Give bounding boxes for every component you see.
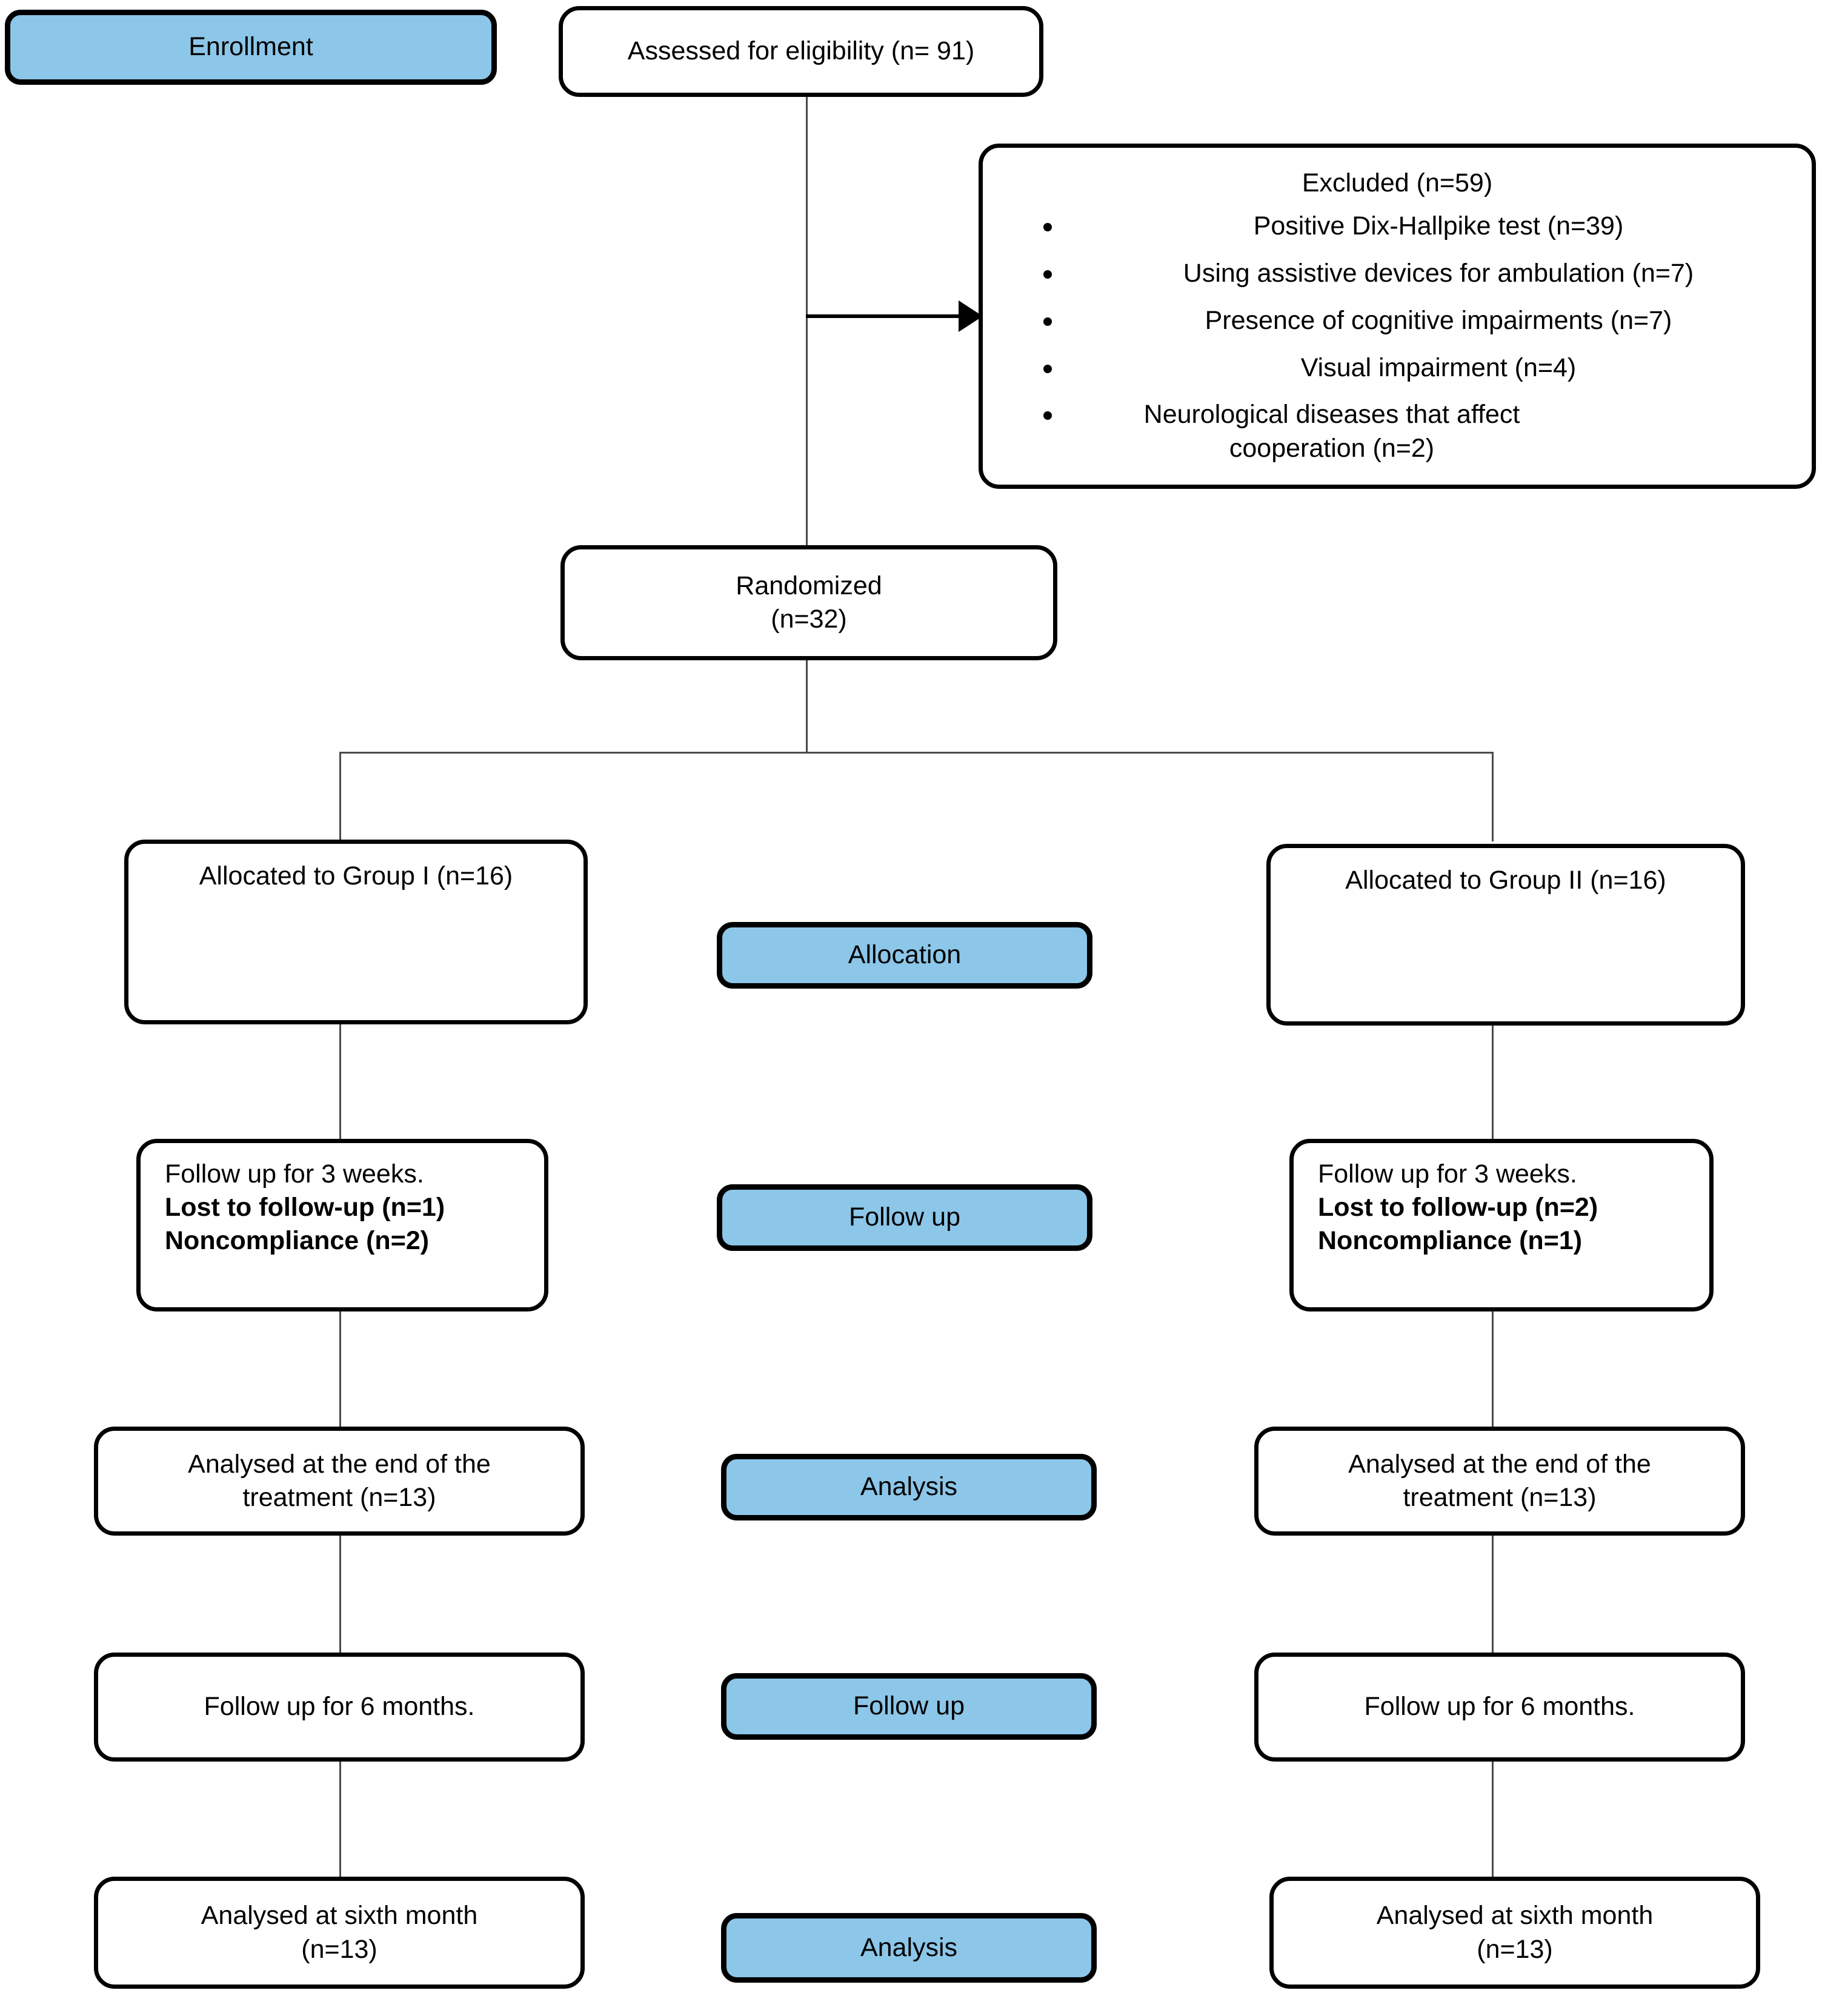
box-group-ii-follow-up: Follow up for 3 weeks. Lost to follow-up… (1289, 1139, 1714, 1311)
box-randomized: Randomized (n=32) (560, 545, 1057, 660)
box-group-i-follow-up: Follow up for 3 weeks. Lost to follow-up… (136, 1139, 548, 1311)
connector-split-bar (339, 752, 1494, 754)
stage-label-allocation: Allocation (717, 922, 1092, 989)
connector-randomized-to-split (806, 660, 808, 752)
connector-right-followup-to-analysis (1492, 1308, 1494, 1430)
stage-label-analysis-2: Analysis (721, 1913, 1097, 1983)
group-i-analysis-line-1: Analysed at the end of the (188, 1449, 491, 1479)
connector-split-right-leg (1492, 752, 1494, 841)
connector-left-alloc-to-followup (339, 1024, 341, 1145)
connector-left-followup6m-to-analysis6m (339, 1760, 341, 1878)
group-i-analysis-6m-line-2: (n=13) (301, 1934, 377, 1964)
group-ii-analysis-6m-line-1: Analysed at sixth month (1376, 1901, 1654, 1931)
assessed-text: Assessed for eligibility (n= 91) (627, 36, 975, 66)
excluded-reason-item: Using assistive devices for ambulation (… (1041, 257, 1800, 291)
box-group-i-follow-up-6m: Follow up for 6 months. (94, 1653, 585, 1762)
excluded-reason-text: Neurological diseases that affect cooper… (1143, 400, 1520, 463)
group-i-analysis-line-2: treatment (n=13) (242, 1483, 436, 1512)
group-ii-follow-up-line-2: Lost to follow-up (n=2) (1318, 1193, 1598, 1222)
stage-label-follow-up-2-text: Follow up (853, 1691, 965, 1721)
connector-right-alloc-to-followup (1492, 1024, 1494, 1145)
excluded-reason-text: Using assistive devices for ambulation (… (1183, 258, 1694, 288)
box-assessed-for-eligibility: Assessed for eligibility (n= 91) (559, 6, 1043, 97)
excluded-title: Excluded (n=59) (1302, 168, 1493, 197)
excluded-reason-list: Positive Dix-Hallpike test (n=39) Using … (995, 210, 1800, 466)
box-group-i-analysis-6m: Analysed at sixth month (n=13) (94, 1877, 585, 1989)
group-i-follow-up-line-1: Follow up for 3 weeks. (165, 1159, 424, 1189)
excluded-reason-text: Visual impairment (n=4) (1300, 353, 1577, 382)
box-group-ii-allocation: Allocated to Group II (n=16) (1266, 844, 1745, 1026)
group-ii-follow-up-line-3: Noncompliance (n=1) (1318, 1226, 1583, 1256)
excluded-reason-text: Positive Dix-Hallpike test (n=39) (1253, 211, 1624, 240)
group-ii-analysis-6m-line-2: (n=13) (1477, 1934, 1553, 1964)
stage-label-analysis-1-text: Analysis (860, 1472, 958, 1502)
connector-split-left-leg (339, 752, 341, 841)
group-i-follow-up-line-3: Noncompliance (n=2) (165, 1226, 430, 1256)
randomized-line-1: Randomized (736, 571, 882, 600)
group-ii-allocation-text: Allocated to Group II (n=16) (1345, 866, 1666, 895)
connector-left-analysis-to-followup6m (339, 1533, 341, 1654)
connector-left-followup-to-analysis (339, 1308, 341, 1430)
box-group-ii-analysis-6m: Analysed at sixth month (n=13) (1269, 1877, 1760, 1989)
box-group-i-allocation: Allocated to Group I (n=16) (124, 840, 588, 1024)
connector-right-followup6m-to-analysis6m (1492, 1760, 1494, 1878)
excluded-reason-text: Presence of cognitive impairments (n=7) (1205, 305, 1672, 335)
box-group-ii-follow-up-6m: Follow up for 6 months. (1254, 1653, 1745, 1762)
stage-label-follow-up-2: Follow up (721, 1673, 1097, 1740)
randomized-line-2: (n=32) (771, 605, 847, 634)
connector-assessed-to-randomized (806, 97, 808, 545)
excluded-reason-item: Presence of cognitive impairments (n=7) (1041, 304, 1800, 338)
excluded-reason-item: Positive Dix-Hallpike test (n=39) (1041, 210, 1800, 244)
box-group-i-analysis: Analysed at the end of the treatment (n=… (94, 1427, 585, 1536)
stage-label-analysis-1: Analysis (721, 1454, 1097, 1520)
stage-label-enrollment-text: Enrollment (188, 32, 313, 62)
excluded-reason-item: Neurological diseases that affect cooper… (1041, 398, 1586, 466)
stage-label-allocation-text: Allocation (848, 940, 962, 970)
group-i-follow-up-6m-text: Follow up for 6 months. (204, 1692, 475, 1722)
stage-label-enrollment: Enrollment (5, 10, 497, 85)
stage-label-analysis-2-text: Analysis (860, 1932, 958, 1962)
excluded-reason-item: Visual impairment (n=4) (1041, 351, 1800, 385)
box-group-ii-analysis: Analysed at the end of the treatment (n=… (1254, 1427, 1745, 1536)
group-ii-analysis-line-1: Analysed at the end of the (1348, 1449, 1651, 1479)
group-ii-follow-up-line-1: Follow up for 3 weeks. (1318, 1159, 1577, 1189)
stage-label-follow-up-1: Follow up (717, 1184, 1092, 1251)
connector-excluded-arrow-line (806, 314, 963, 318)
box-excluded: Excluded (n=59) Positive Dix-Hallpike te… (979, 144, 1816, 489)
group-i-allocation-text: Allocated to Group I (n=16) (199, 861, 513, 890)
connector-right-analysis-to-followup6m (1492, 1533, 1494, 1654)
group-ii-analysis-line-2: treatment (n=13) (1403, 1483, 1597, 1512)
group-i-follow-up-line-2: Lost to follow-up (n=1) (165, 1193, 445, 1222)
group-ii-follow-up-6m-text: Follow up for 6 months. (1364, 1692, 1635, 1722)
group-i-analysis-6m-line-1: Analysed at sixth month (201, 1901, 478, 1931)
stage-label-follow-up-1-text: Follow up (848, 1202, 961, 1232)
